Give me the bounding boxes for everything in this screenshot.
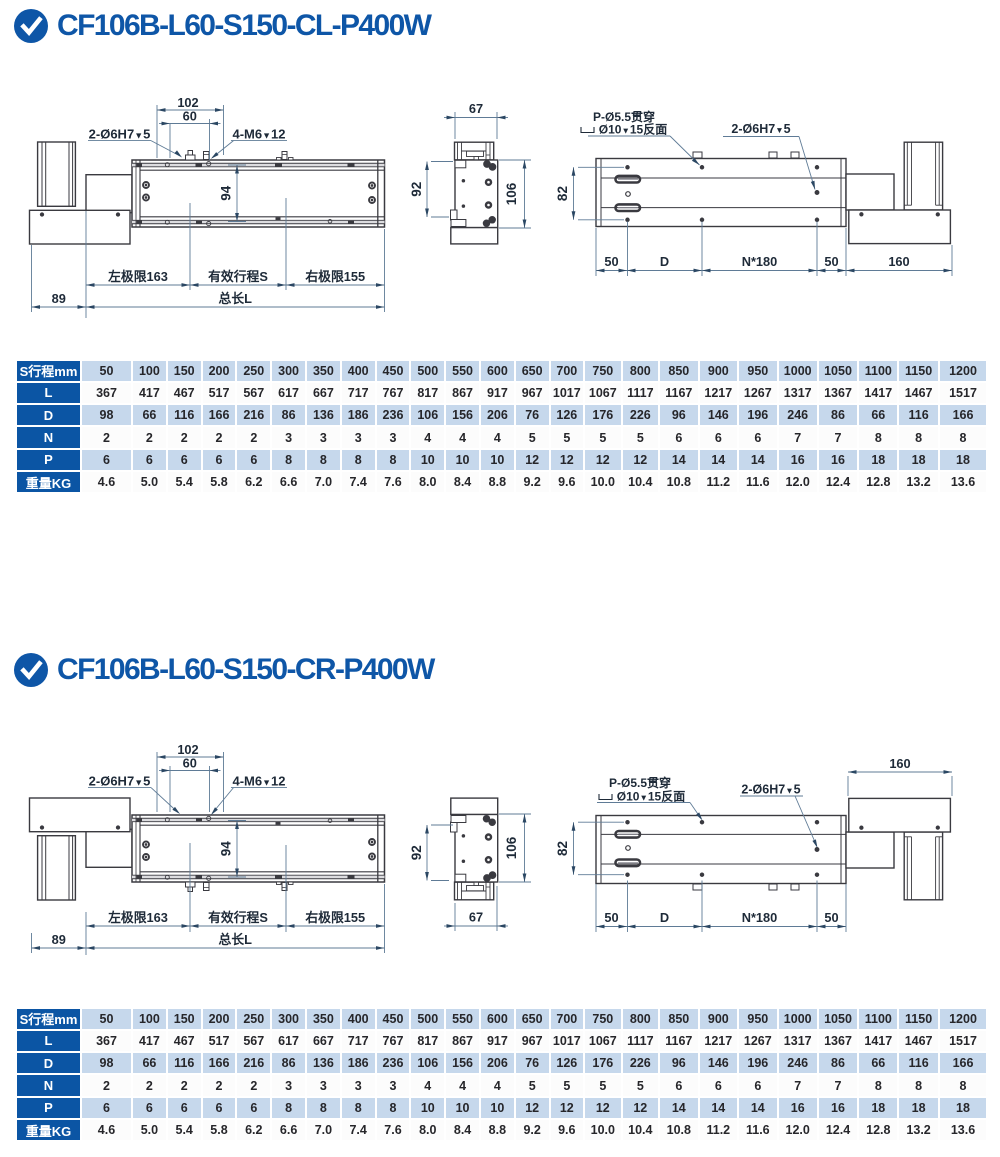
- svg-text:P-Ø5.5贯穿: P-Ø5.5贯穿: [593, 109, 655, 124]
- svg-text:左极限163: 左极限163: [107, 269, 168, 284]
- svg-text:94: 94: [219, 185, 234, 201]
- svg-text:2-Ø6H7▼5: 2-Ø6H7▼5: [741, 783, 800, 797]
- svg-text:P-Ø5.5贯穿: P-Ø5.5贯穿: [609, 775, 671, 790]
- svg-text:右极限155: 右极限155: [305, 910, 365, 925]
- svg-text:右极限155: 右极限155: [305, 269, 365, 284]
- svg-text:60: 60: [183, 109, 197, 124]
- svg-text:D: D: [660, 910, 669, 925]
- svg-text:92: 92: [409, 845, 424, 860]
- svg-text:160: 160: [889, 756, 910, 771]
- svg-text:左极限163: 左极限163: [107, 910, 168, 925]
- svg-text:2-Ø6H7▼5: 2-Ø6H7▼5: [731, 122, 790, 136]
- svg-text:有效行程S: 有效行程S: [208, 910, 268, 925]
- svg-text:2-Ø6H7▼5: 2-Ø6H7▼5: [89, 127, 151, 142]
- svg-text:106: 106: [504, 182, 519, 205]
- svg-text:94: 94: [219, 841, 234, 857]
- svg-text:D: D: [660, 254, 669, 269]
- svg-text:50: 50: [604, 910, 618, 925]
- svg-text:N*180: N*180: [742, 910, 778, 925]
- svg-text:Ø10▼15反面: Ø10▼15反面: [617, 789, 685, 804]
- svg-text:82: 82: [555, 186, 570, 201]
- svg-text:50: 50: [824, 910, 838, 925]
- svg-text:4-M6▼12: 4-M6▼12: [232, 774, 285, 789]
- svg-text:82: 82: [555, 841, 570, 856]
- svg-text:Ø10▼15反面: Ø10▼15反面: [599, 122, 667, 137]
- svg-text:102: 102: [177, 95, 198, 110]
- svg-text:总长L: 总长L: [219, 291, 253, 306]
- svg-text:160: 160: [888, 254, 909, 269]
- svg-text:102: 102: [177, 742, 198, 757]
- svg-text:4-M6▼12: 4-M6▼12: [232, 127, 285, 142]
- svg-text:2-Ø6H7▼5: 2-Ø6H7▼5: [89, 774, 151, 789]
- svg-text:92: 92: [409, 182, 424, 197]
- svg-text:总长L: 总长L: [219, 932, 253, 947]
- svg-text:60: 60: [183, 756, 197, 771]
- svg-text:50: 50: [604, 254, 618, 269]
- svg-text:67: 67: [469, 101, 483, 116]
- svg-text:89: 89: [52, 932, 66, 947]
- svg-text:N*180: N*180: [742, 254, 778, 269]
- svg-text:89: 89: [52, 291, 66, 306]
- svg-text:50: 50: [824, 254, 838, 269]
- svg-text:67: 67: [469, 910, 483, 925]
- svg-text:106: 106: [504, 836, 519, 859]
- svg-text:有效行程S: 有效行程S: [208, 269, 268, 284]
